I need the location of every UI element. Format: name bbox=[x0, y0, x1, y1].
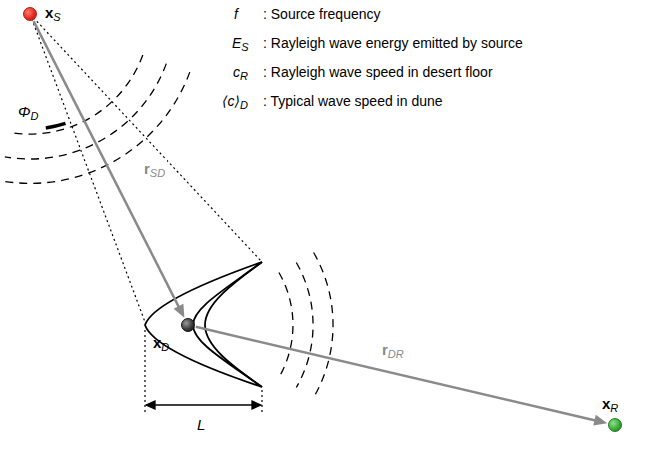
dimension-guide bbox=[144, 330, 145, 414]
vector-label: rSD bbox=[142, 160, 167, 178]
dimension-arrowhead bbox=[252, 401, 261, 409]
receiver-point: xR bbox=[608, 418, 622, 432]
definition: : Typical wave speed in dune bbox=[263, 92, 443, 110]
definition: : Rayleigh wave energy emitted by source bbox=[263, 34, 523, 52]
dune-crescent bbox=[145, 262, 262, 387]
symbol: f bbox=[234, 5, 238, 23]
point-label: xD bbox=[153, 334, 169, 352]
distance-arrow bbox=[34, 21, 185, 318]
symbol: ES bbox=[232, 34, 249, 52]
wavefront bbox=[279, 273, 293, 378]
point-label: xS bbox=[45, 4, 61, 22]
wavefront bbox=[2, 72, 190, 183]
wavefront bbox=[5, 64, 167, 159]
angle-label: ΦD bbox=[18, 103, 39, 121]
cone-line bbox=[30, 14, 145, 322]
vector-label: rDR bbox=[380, 341, 406, 359]
dimension-guide bbox=[261, 390, 262, 414]
dune-point: xD bbox=[181, 318, 195, 332]
distance-arrow bbox=[196, 327, 607, 426]
point-label: xR bbox=[602, 395, 618, 413]
source-point: xS bbox=[23, 7, 37, 21]
dimension-label: L bbox=[197, 416, 205, 434]
cone-line bbox=[30, 14, 262, 262]
wavefront bbox=[9, 55, 143, 134]
wavefront bbox=[314, 253, 333, 398]
angle-arc bbox=[46, 123, 66, 128]
symbol: cR bbox=[233, 63, 248, 81]
dune-crest bbox=[193, 262, 262, 387]
definition: : Rayleigh wave speed in desert floor bbox=[263, 63, 493, 81]
wavefront bbox=[296, 263, 313, 388]
symbol: ⟨c⟩D bbox=[222, 92, 248, 110]
definition: : Source frequency bbox=[263, 5, 381, 23]
dimension-line bbox=[152, 404, 255, 405]
dimension-arrowhead bbox=[146, 401, 155, 409]
